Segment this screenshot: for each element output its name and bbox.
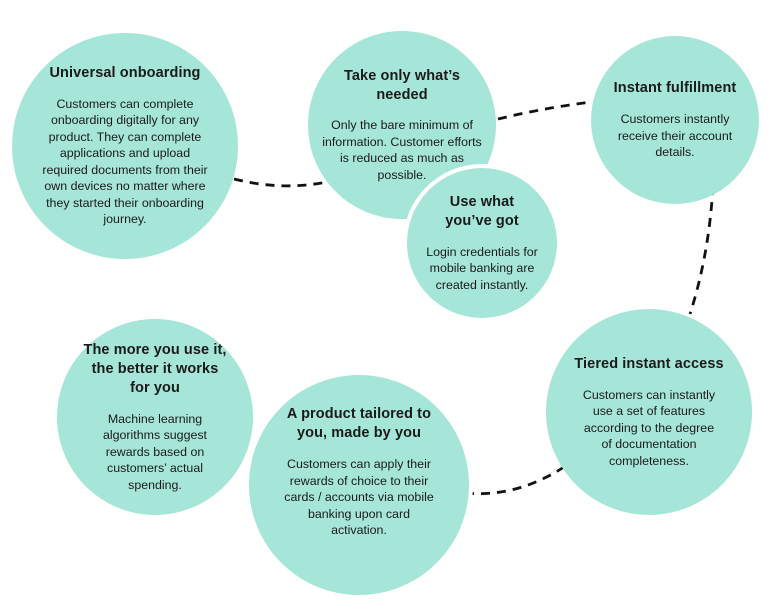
node-title: The more you use it, the better it works… <box>83 341 227 396</box>
node-universal-onboarding: Universal onboarding Customers can compl… <box>12 33 238 259</box>
node-instant-fulfillment: Instant fulfillment Customers instantly … <box>591 36 759 204</box>
node-body: Machine learning algorithms suggest rewa… <box>103 411 207 492</box>
connector-fulfillment-to-tiered <box>688 185 715 315</box>
node-title: Tiered instant access <box>574 355 724 372</box>
node-title: Use what you’ve got <box>445 193 519 229</box>
node-a-product-tailored: A product tailored to you, made by you C… <box>249 375 469 595</box>
node-title: Take only what’s needed <box>343 67 461 103</box>
connector-universal-to-takeonly <box>233 177 328 188</box>
node-body: Login credentials for mobile banking are… <box>426 244 538 292</box>
node-body: Customers can complete onboarding digita… <box>42 96 208 227</box>
node-the-more-you-use-it: The more you use it, the better it works… <box>57 319 253 515</box>
node-title: Instant fulfillment <box>613 80 737 97</box>
node-body: Only the bare minimum of information. Cu… <box>322 118 482 182</box>
node-use-what-youve-got: Use what you’ve got Login credentials fo… <box>407 168 557 318</box>
node-body: Customers instantly receive their accoun… <box>617 112 733 160</box>
connector-tiered-to-tailored <box>464 465 565 496</box>
node-body: Customers can instantly use a set of fea… <box>582 387 716 468</box>
node-title: Universal onboarding <box>49 65 201 82</box>
node-tiered-instant-access: Tiered instant access Customers can inst… <box>546 309 752 515</box>
node-title: A product tailored to you, made by you <box>286 406 432 442</box>
node-body: Customers can apply their rewards of cho… <box>284 457 434 538</box>
connector-takeonly-to-fulfillment <box>497 100 592 121</box>
